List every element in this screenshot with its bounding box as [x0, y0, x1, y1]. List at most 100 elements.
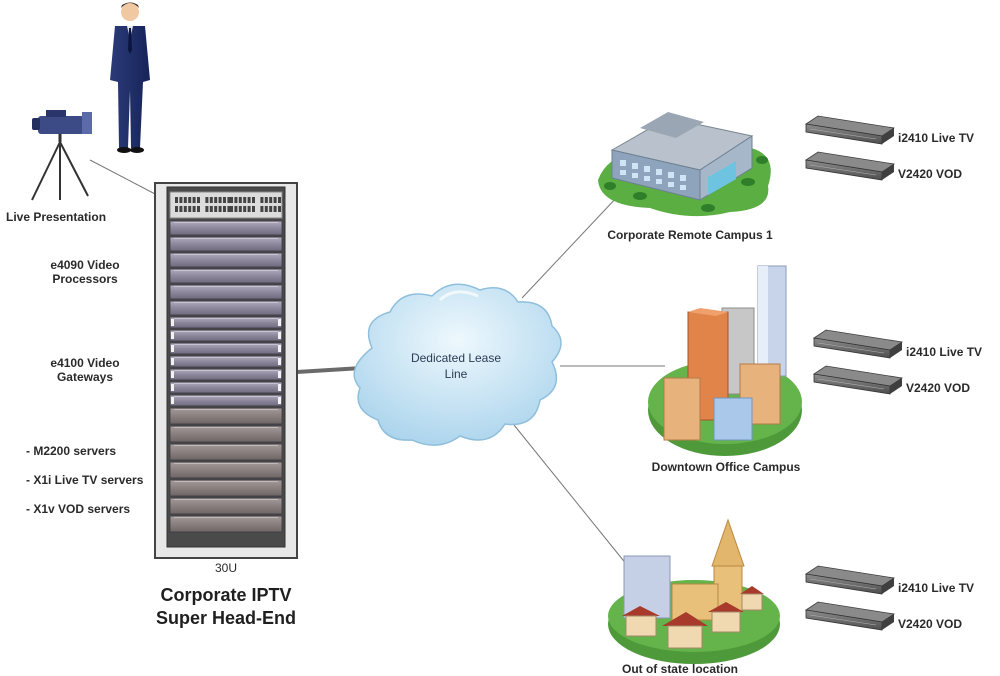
device-unit-icon [804, 565, 896, 595]
processors-label-line2: Processors [52, 272, 118, 286]
server-label-x1i: - X1i Live TV servers [26, 473, 144, 487]
patch-port [243, 197, 247, 203]
rack-slot-srv [169, 461, 283, 479]
processors-label: e4090 Video Processors [30, 258, 140, 286]
patch-port [175, 206, 178, 212]
cloud-label: Dedicated Lease Line [396, 350, 516, 382]
site-label-outofstate: Out of state location [621, 662, 738, 676]
patch-port [252, 197, 255, 203]
rack-slot-gw [169, 355, 283, 368]
patch-port [188, 197, 192, 203]
patch-port [179, 206, 183, 212]
rack-slot-srv [169, 515, 283, 533]
rack-slot-proc [169, 220, 283, 236]
rack-slot-srv [169, 497, 283, 515]
device-label-campus1-live: i2410 Live TV [898, 131, 975, 145]
patch-port [269, 197, 273, 203]
cloud-label-line1: Dedicated Lease [410, 351, 502, 365]
device-unit-icon [804, 151, 896, 181]
patch-port [278, 197, 281, 203]
patch-port [264, 206, 268, 212]
processors-label-line1: e4090 Video [50, 258, 120, 272]
patch-port [252, 206, 255, 212]
rack-slot-proc [169, 284, 283, 300]
patch-port [179, 197, 183, 203]
rack-units-label: 30U [214, 561, 237, 575]
link-camera-to-rack [89, 159, 158, 196]
rack-slot-srv [169, 425, 283, 443]
gateways-label-line1: e4100 Video [50, 356, 120, 370]
patch-port [214, 197, 218, 203]
rack-slot-gw [169, 394, 283, 407]
patch-port [247, 206, 251, 212]
patch-port [183, 197, 187, 203]
link-lines [89, 159, 665, 566]
rack-slot-srv [169, 479, 283, 497]
rack-slot-gw [169, 381, 283, 394]
link-cloud-to-outofstate [513, 424, 628, 566]
rack-slot-srv [169, 443, 283, 461]
patch-port [234, 197, 238, 203]
patch-port [223, 197, 226, 203]
patch-port [247, 197, 251, 203]
server-label-m2200: - M2200 servers [26, 444, 117, 458]
patch-port [192, 206, 196, 212]
rack-slot-proc [169, 268, 283, 284]
link-rack-to-cloud [296, 366, 363, 374]
link-cloud-to-campus1 [521, 195, 619, 299]
patch-port [205, 197, 209, 203]
patch-port [175, 197, 178, 203]
patch-port [282, 197, 286, 203]
rack-slot-proc [169, 236, 283, 252]
patch-port [188, 206, 192, 212]
patch-port [234, 206, 238, 212]
headend-rack [154, 182, 298, 559]
site-label-campus1: Corporate Remote Campus 1 [607, 228, 773, 242]
server-label-x1v: - X1v VOD servers [26, 502, 131, 516]
rack-slot-gw [169, 316, 283, 329]
device-label-outofstate-vod: V2420 VOD [898, 617, 963, 631]
patch-port [282, 206, 286, 212]
headend-title-line1: Corporate IPTV [160, 585, 292, 605]
patch-port [227, 197, 231, 203]
rack-slot-gw [169, 368, 283, 381]
patch-port [197, 206, 200, 212]
patch-port [209, 197, 213, 203]
device-unit-icon [804, 115, 896, 145]
cloud-icon [353, 283, 562, 446]
patch-port [218, 206, 222, 212]
patch-port [230, 206, 233, 212]
patch-port [273, 206, 277, 212]
patch-port [214, 206, 218, 212]
campus-building-icon [598, 112, 771, 217]
town-buildings-icon [608, 518, 780, 664]
patch-port [260, 206, 264, 212]
patch-port [197, 197, 200, 203]
rack-slot-proc [169, 252, 283, 268]
camera-icon [31, 110, 92, 201]
patch-port [243, 206, 247, 212]
patch-port [223, 206, 226, 212]
patch-port [278, 206, 281, 212]
gateways-label-line2: Gateways [56, 370, 114, 384]
rack-slot-gw [169, 342, 283, 355]
rack-slot-gw [169, 329, 283, 342]
patch-port [192, 197, 196, 203]
headend-title-line2: Super Head-End [155, 608, 297, 628]
gateways-label: e4100 Video Gateways [30, 356, 140, 384]
site-label-downtown: Downtown Office Campus [651, 460, 801, 474]
device-unit-icon [812, 365, 904, 395]
patch-port [238, 206, 242, 212]
device-unit-icon [804, 601, 896, 631]
downtown-buildings-icon [648, 265, 802, 456]
patch-port [264, 197, 268, 203]
patch-port [269, 206, 273, 212]
patch-port [230, 197, 233, 203]
patch-port [273, 197, 277, 203]
presenter-icon [110, 2, 150, 153]
cloud-label-line2: Line [444, 367, 468, 381]
patch-port [218, 197, 222, 203]
patch-port [238, 197, 242, 203]
device-label-campus1-vod: V2420 VOD [898, 167, 963, 181]
